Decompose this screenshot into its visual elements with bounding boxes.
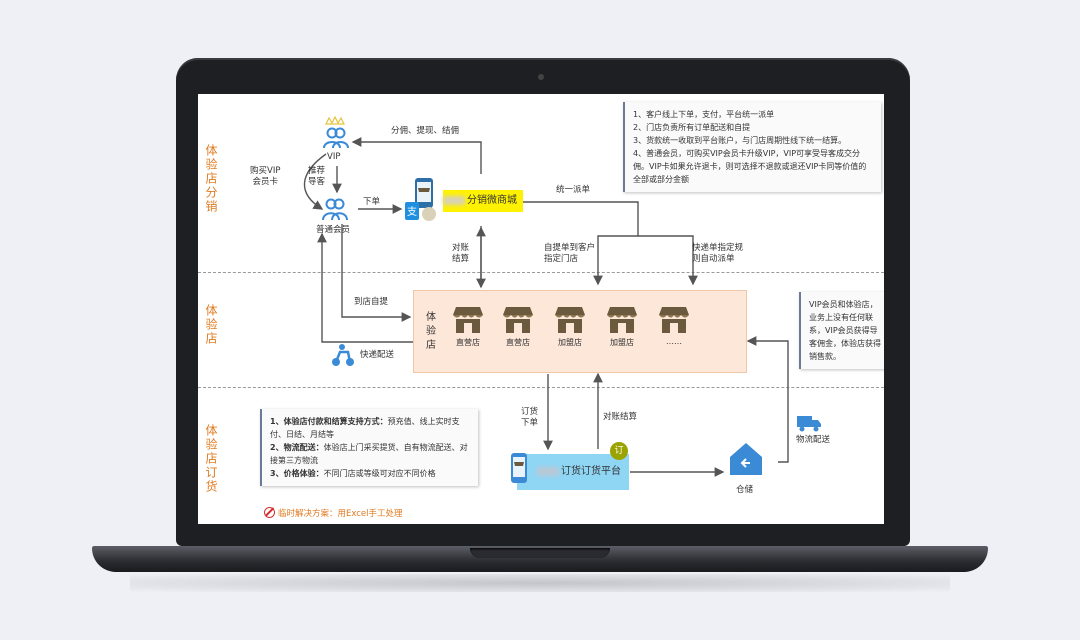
temp-solution-note: 临时解决方案：用Excel手工处理 [264, 507, 403, 519]
diagram-screen: 体验店分销 体验店 体验店订货 [198, 94, 884, 524]
store-group-title: 体验店 [426, 312, 436, 351]
note-line: 3、货款统一收取到平台账户，与门店周期性线下统一结算。 [633, 136, 847, 145]
edge-label-duizhang2: 对账结算 [603, 412, 638, 422]
store-item: 直营店 [499, 305, 537, 348]
member-user-icon [322, 198, 348, 221]
truck-icon [797, 416, 821, 432]
store-label: 加盟店 [610, 338, 634, 347]
section-label-tiyandian: 体验店 [204, 304, 218, 346]
edge-label-daodian: 到店自提 [354, 297, 389, 307]
store-item: 直营店 [449, 305, 487, 348]
platform-badge: 订 [610, 442, 628, 460]
edge-label-tongyi: 统一派单 [556, 185, 591, 195]
blurred-brand [537, 466, 559, 476]
section-divider [198, 272, 884, 273]
edge-label-dinghuo-xiadan: 订货 下单 [521, 407, 539, 428]
phone-mall-icon: 支 [405, 178, 436, 221]
note-bottom-left: 1、体验店付款和结算支持方式：预充值、线上实时支付、日结、月结等 2、物流配送：… [260, 409, 478, 486]
edge-label-recommend: 推荐 导客 [308, 166, 326, 187]
edge-label-fenyong: 分佣、提现、结佣 [391, 126, 460, 136]
blurred-brand [443, 195, 465, 205]
camera-icon [538, 74, 544, 80]
vip-label: VIP [327, 152, 341, 162]
store-label: 直营店 [506, 338, 530, 347]
laptop-shadow [130, 574, 950, 592]
note-top-right: 1、客户线上下单，支付，平台统一派单 2、门店负责所有订单配送和自提 3、货款统… [623, 102, 881, 192]
edge-label-xiadan: 下单 [363, 197, 381, 207]
warehouse-label: 仓储 [736, 485, 754, 495]
warehouse-icon [730, 443, 762, 475]
note-line: 1、客户线上下单，支付，平台统一派单 [633, 110, 775, 119]
normal-member-label: 普通会员 [316, 225, 351, 235]
mall-node: 分销微商城 [443, 190, 523, 212]
edge-label-kuaidi-rule: 快递单指定规 则自动派单 [692, 243, 744, 264]
svg-text:支: 支 [407, 206, 417, 218]
store-item: …… [655, 305, 693, 346]
store-label: …… [666, 337, 682, 346]
edge-label-buy-vip: 购买VIP 会员卡 [250, 166, 281, 187]
connector-lines [303, 137, 789, 477]
note-line: 2、物流配送：体验店上门采买提货、自有物流配送、对接第三方物流 [270, 443, 468, 465]
note-line: 1、体验店付款和结算支持方式：预充值、线上实时支付、日结、月结等 [270, 417, 460, 439]
section-label-dinghuo: 体验店订货 [204, 424, 218, 494]
platform-label: 订货订货平台 [561, 466, 621, 477]
phone-platform-icon [511, 453, 527, 483]
store-item: 加盟店 [603, 305, 641, 348]
ordering-platform-node: 订货订货平台 [517, 454, 629, 490]
store-label: 加盟店 [558, 338, 582, 347]
vip-user-icon [323, 116, 349, 149]
experience-store-group: 体验店 直营店 直营店 加盟店 加盟店 …… [413, 290, 747, 373]
express-label: 快递配送 [360, 350, 395, 360]
edge-label-ziti-assign: 自提单到客户 指定门店 [544, 243, 596, 264]
store-item: 加盟店 [551, 305, 589, 348]
prohibited-icon [264, 507, 275, 518]
edge-label-duizhang1: 对账 结算 [452, 243, 470, 264]
logistics-label: 物流配送 [796, 435, 831, 445]
laptop-notch [470, 548, 610, 558]
note-mid-right: VIP会员和体验店，业务上没有任何联系，VIP会员获得导客佣金，体验店获得销售款… [799, 292, 884, 369]
section-label-fenxiao: 体验店分销 [204, 144, 218, 214]
note-line: 4、普通会员，可购买VIP会员卡升级VIP，VIP可享受导客成交分佣。VIP卡如… [633, 149, 867, 184]
note-line: 3、价格体验：不同门店或等级可对应不同价格 [270, 469, 436, 478]
note-line: 2、门店负责所有订单配送和自提 [633, 123, 751, 132]
scooter-icon [332, 344, 354, 366]
section-divider [198, 387, 884, 388]
note-line: VIP会员和体验店，业务上没有任何联系，VIP会员获得导客佣金，体验店获得销售款… [809, 300, 881, 361]
store-label: 直营店 [456, 338, 480, 347]
mall-label: 分销微商城 [467, 195, 517, 206]
temp-solution-text: 临时解决方案：用Excel手工处理 [278, 509, 403, 519]
